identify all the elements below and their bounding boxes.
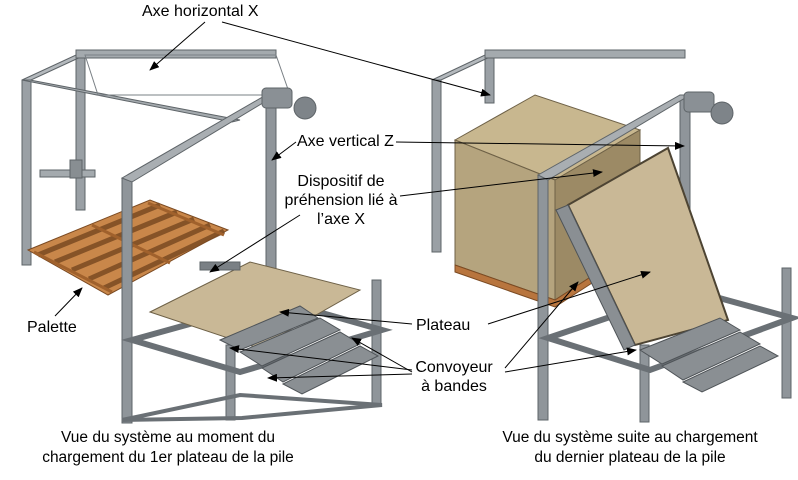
- label-convoyeur: Convoyeur à bandes: [404, 358, 504, 396]
- caption-right-line1: Vue du système suite au chargement: [502, 429, 758, 446]
- caption-left: Vue du système au moment du chargement d…: [18, 428, 318, 468]
- right-machine: [431, 49, 798, 423]
- label-axe-horizontal: Axe horizontal X: [142, 3, 259, 20]
- left-machine: [21, 49, 393, 424]
- caption-left-line2: chargement du 1er plateau de la pile: [42, 449, 294, 466]
- label-convoyeur-line2: à bandes: [421, 378, 487, 395]
- left-back-frame: [21, 49, 291, 266]
- leader-lines: [54, 21, 685, 382]
- label-dispositif-line1: Dispositif de: [297, 173, 385, 190]
- right-conveyor: [638, 317, 780, 393]
- label-axe-vertical: Axe vertical Z: [297, 133, 394, 150]
- label-dispositif-line2: préhension lié à: [284, 192, 398, 209]
- left-plateau: [148, 261, 362, 349]
- caption-right-line2: du dernier plateau de la pile: [534, 449, 726, 466]
- caption-right: Vue du système suite au chargement du de…: [470, 428, 790, 468]
- label-convoyeur-line1: Convoyeur: [415, 359, 493, 376]
- caption-left-line1: Vue du système au moment du: [61, 429, 275, 446]
- label-dispositif: Dispositif de préhension lié à l’axe X: [282, 172, 400, 229]
- label-dispositif-line3: l’axe X: [316, 211, 366, 228]
- label-palette: Palette: [27, 319, 77, 336]
- label-plateau: Plateau: [416, 317, 471, 334]
- right-back-frame: [431, 49, 686, 253]
